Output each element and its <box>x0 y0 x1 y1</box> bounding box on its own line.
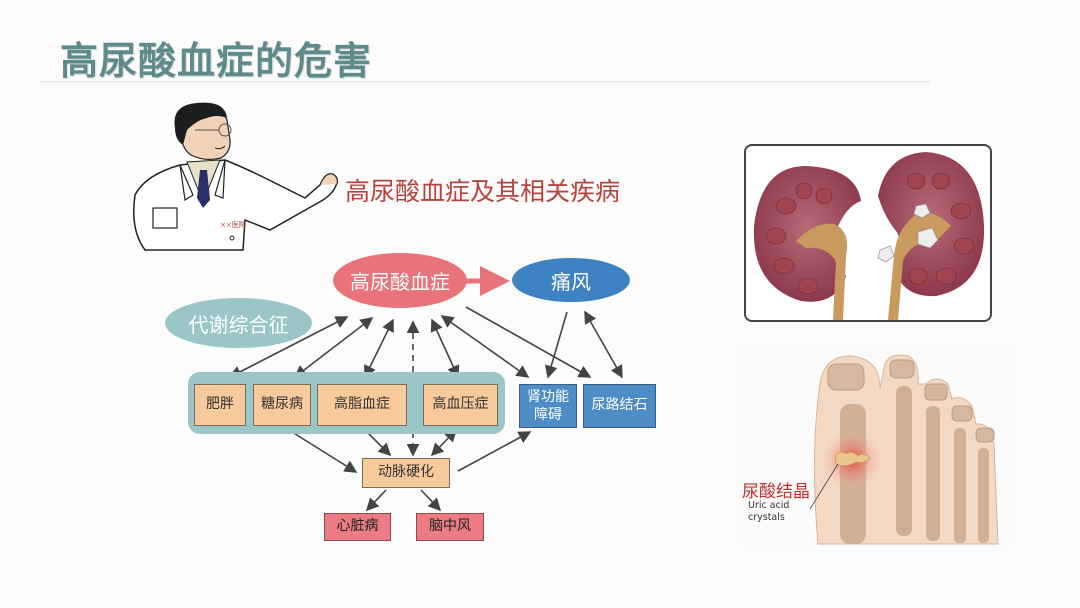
arrow-center-renal <box>440 315 530 378</box>
arrow-diabetes-atherosclerosis <box>291 431 358 473</box>
heart-disease-box: 心脏病 <box>324 513 391 541</box>
gout-foot-image <box>740 344 1012 549</box>
kidney-stones-image <box>744 144 992 322</box>
atherosclerosis-label: 动脉硬化 <box>378 464 434 481</box>
renal-dysfunction-label: 肾功能障碍 <box>526 388 569 423</box>
arrow-atherosclerosis-stroke <box>420 489 442 512</box>
hyperlipidemia-box: 高脂血症 <box>317 384 407 426</box>
slide-title: 高尿酸血症的危害 <box>60 39 373 83</box>
arrow-atherosclerosis-renal <box>457 431 532 472</box>
doctor-illustration: ××医院 <box>133 102 339 251</box>
uric-acid-crystals <box>834 451 871 466</box>
doctor-badge-text: ××医院 <box>220 220 246 229</box>
diabetes-box: 糖尿病 <box>253 384 311 426</box>
arrow-hypertension-atherosclerosis <box>430 428 458 457</box>
hypertension-box: 高血压症 <box>423 384 498 426</box>
kidney-stone <box>913 203 931 219</box>
arrow-center-diabetes <box>293 317 374 378</box>
arrow-center-stones <box>465 306 592 378</box>
arrow-gout-stones <box>584 310 623 379</box>
heart-disease-label: 心脏病 <box>336 518 379 535</box>
title-divider <box>40 81 930 83</box>
arrow-center-hypertension <box>430 318 460 379</box>
urinary-stones-box: 尿路结石 <box>583 384 656 428</box>
kidney-stone <box>917 227 939 249</box>
gout-node: 痛风 <box>512 258 630 302</box>
obesity-label: 肥胖 <box>206 396 234 413</box>
label-en-line1: Uric acid <box>748 500 790 511</box>
metabolic-syndrome-node: 代谢综合征 <box>165 298 312 348</box>
label-en-line2: crystals <box>748 511 785 523</box>
urinary-stones-label: 尿路结石 <box>591 397 648 414</box>
uric-acid-crystals-label-cn: 尿酸结晶 <box>742 482 810 502</box>
arrow-hyperlipidemia-atherosclerosis <box>364 429 392 457</box>
hypertension-label: 高血压症 <box>432 396 489 413</box>
arrow-center-hyperlipidemia <box>364 318 394 379</box>
diagram-heading: 高尿酸血症及其相关疾病 <box>345 177 621 206</box>
hyperlipidemia-label: 高脂血症 <box>334 396 390 413</box>
kidney-stone <box>877 245 895 263</box>
hyperuricemia-label: 高尿酸血症 <box>350 270 450 294</box>
arrow-atherosclerosis-heart <box>365 489 387 512</box>
arrow-gout-renal <box>544 311 568 379</box>
crystal-pointer-line <box>809 463 839 510</box>
metabolic-syndrome-label: 代谢综合征 <box>188 312 289 337</box>
hyperuricemia-node: 高尿酸血症 <box>333 253 467 308</box>
obesity-box: 肥胖 <box>194 384 246 426</box>
stroke-label: 脑中风 <box>429 518 471 535</box>
kidney-illustration <box>753 152 985 320</box>
gout-label: 痛风 <box>551 269 591 294</box>
stroke-box: 脑中风 <box>416 513 484 541</box>
left-ureter <box>796 223 848 320</box>
renal-dysfunction-box: 肾功能障碍 <box>519 384 577 428</box>
uric-acid-crystals-label-en: Uric acid crystals <box>748 500 808 524</box>
diabetes-label: 糖尿病 <box>261 396 303 413</box>
atherosclerosis-box: 动脉硬化 <box>362 458 450 488</box>
